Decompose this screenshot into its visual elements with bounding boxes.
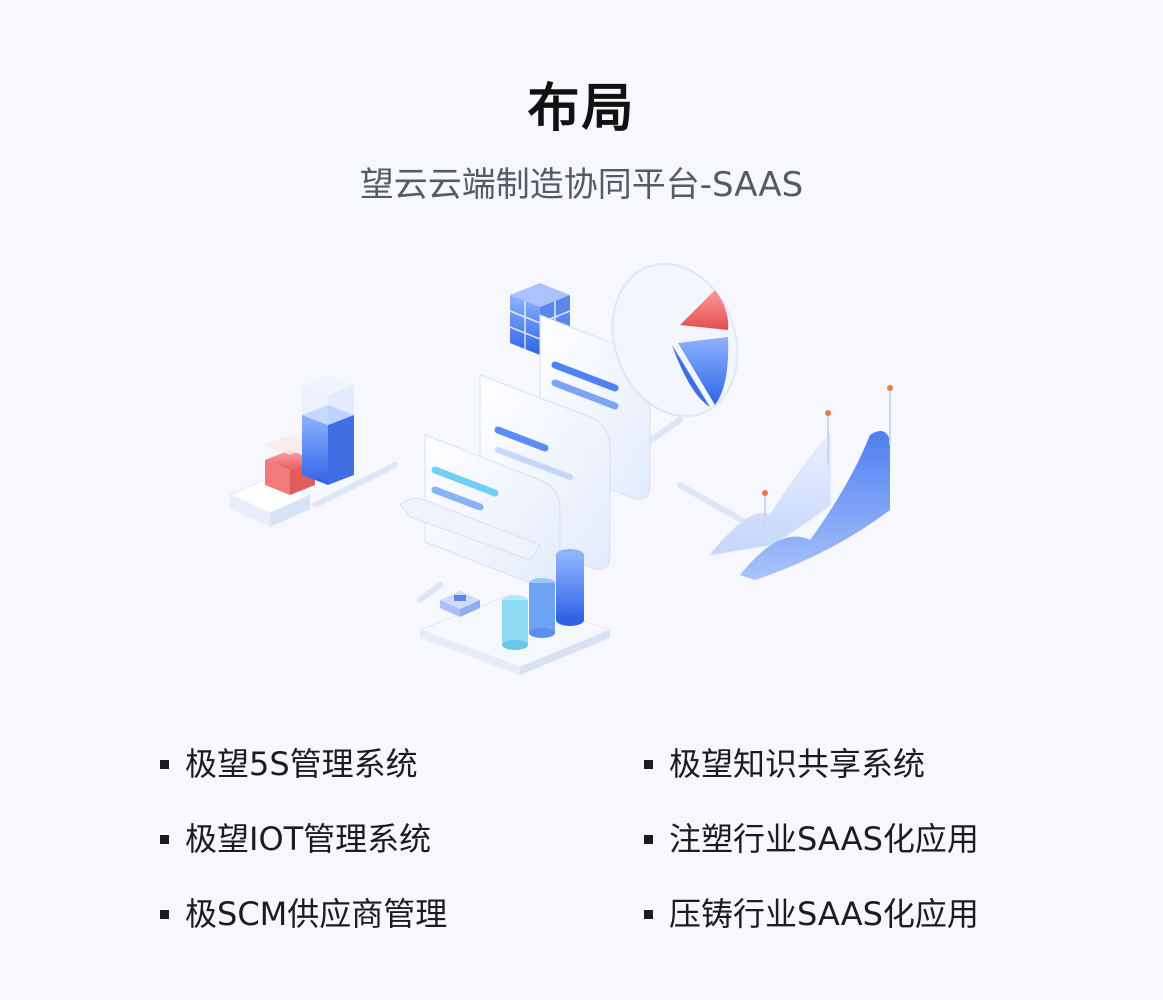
bullet-icon	[644, 835, 653, 844]
feature-item: 压铸行业SAAS化应用	[644, 888, 1074, 963]
bullet-icon	[160, 760, 169, 769]
feature-item: 极SCM供应商管理	[160, 888, 590, 963]
feature-label: 极望知识共享系统	[669, 745, 926, 783]
bullet-icon	[644, 760, 653, 769]
cylinder-platform-graphic	[418, 549, 612, 675]
feature-item: 极望5S管理系统	[160, 738, 590, 813]
cube-stack-graphic	[228, 375, 354, 527]
page-title: 布局	[527, 79, 636, 139]
area-chart-graphic	[708, 385, 893, 580]
feature-item: 极望IOT管理系统	[160, 813, 590, 888]
feature-label: 极望IOT管理系统	[185, 820, 432, 858]
feature-label: 注塑行业SAAS化应用	[669, 820, 979, 858]
feature-column-right: 极望知识共享系统 注塑行业SAAS化应用 压铸行业SAAS化应用	[644, 738, 1074, 963]
feature-list: 极望5S管理系统 极望IOT管理系统 极SCM供应商管理 极望知识共享系统 注塑…	[160, 738, 1060, 948]
feature-label: 极望5S管理系统	[185, 745, 418, 783]
feature-item: 极望知识共享系统	[644, 738, 1074, 813]
feature-label: 压铸行业SAAS化应用	[669, 895, 979, 933]
document-panels	[399, 314, 651, 590]
feature-label: 极SCM供应商管理	[185, 895, 448, 933]
platform-illustration	[228, 262, 893, 675]
pie-chart-graphic	[611, 262, 739, 418]
feature-column-left: 极望5S管理系统 极望IOT管理系统 极SCM供应商管理	[160, 738, 590, 963]
bullet-icon	[160, 910, 169, 919]
feature-item: 注塑行业SAAS化应用	[644, 813, 1074, 888]
bullet-icon	[160, 835, 169, 844]
page-subtitle: 望云云端制造协同平台-SAAS	[359, 165, 804, 205]
bullet-icon	[644, 910, 653, 919]
